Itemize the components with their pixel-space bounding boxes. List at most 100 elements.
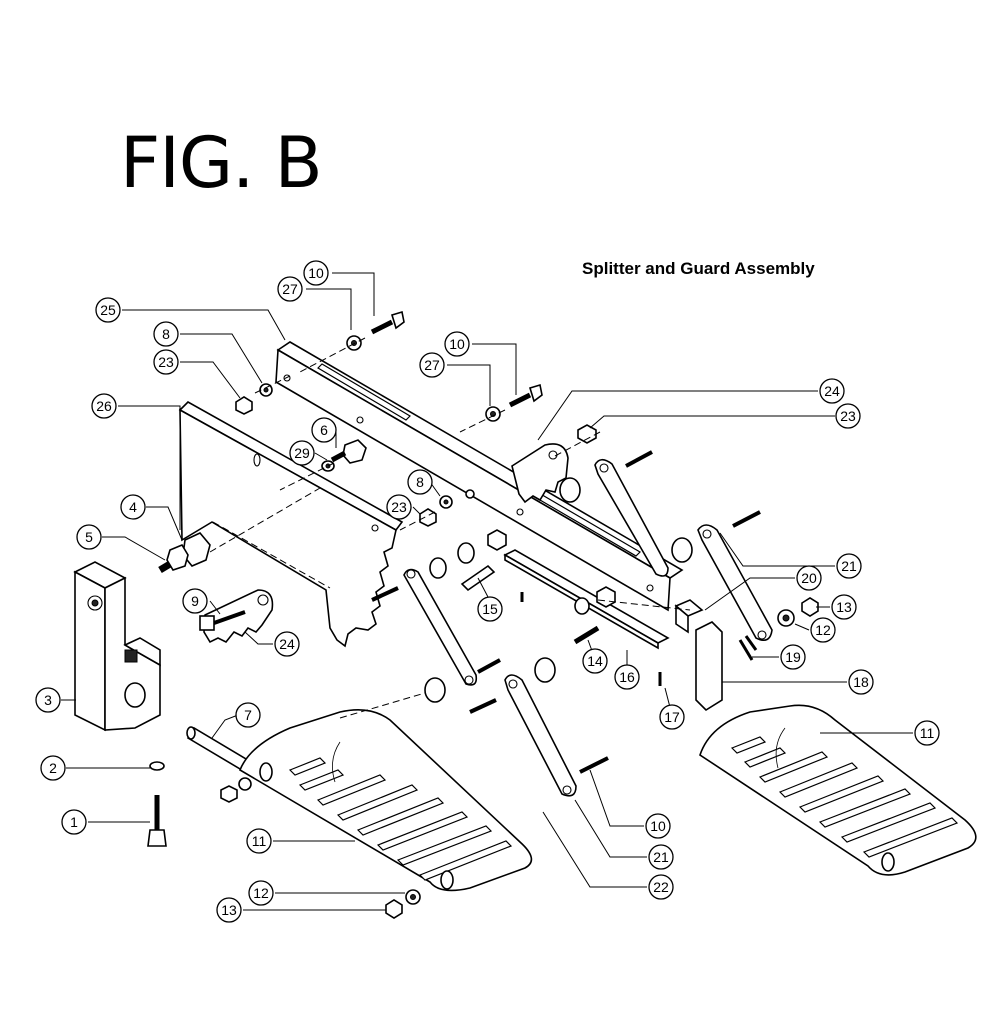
screw-washer-upper (346, 310, 543, 422)
callout-11-left: 11 (246, 828, 272, 854)
rollers-center (424, 477, 693, 703)
callout-17: 17 (659, 704, 685, 730)
svg-text:24: 24 (279, 636, 295, 652)
nut-washer-middle (419, 489, 475, 527)
svg-text:11: 11 (920, 725, 935, 741)
svg-text:29: 29 (294, 445, 310, 461)
svg-text:27: 27 (424, 357, 440, 373)
nut-washer-guard-pivot (220, 777, 252, 803)
screw-17-part (520, 592, 662, 686)
callout-19: 19 (780, 644, 806, 670)
callout-18: 18 (848, 669, 874, 695)
splitter-bar-part (275, 341, 684, 612)
callout-2: 2 (40, 755, 66, 781)
svg-text:11: 11 (252, 833, 267, 849)
svg-text:25: 25 (100, 302, 116, 318)
svg-text:23: 23 (158, 354, 174, 370)
callout-7: 7 (235, 702, 261, 728)
callout-4: 4 (120, 494, 146, 520)
svg-text:13: 13 (836, 599, 852, 615)
nut-23-right (577, 424, 597, 444)
callout-27-mid: 27 (419, 352, 445, 378)
svg-text:21: 21 (653, 849, 669, 865)
figure-title: FIG. B (120, 122, 323, 204)
svg-text:24: 24 (824, 383, 840, 399)
splitter-plate-part (178, 401, 404, 648)
link-arm-right (697, 524, 773, 641)
svg-text:21: 21 (841, 558, 857, 574)
callout-13-left: 13 (216, 897, 242, 923)
callout-12-left: 12 (248, 880, 274, 906)
callout-15: 15 (477, 596, 503, 622)
callout-22: 22 (648, 874, 674, 900)
nut-washer-upper-left (235, 383, 273, 415)
callout-16: 16 (614, 664, 640, 690)
callout-24-top: 24 (819, 378, 845, 404)
callout-24-lower: 24 (274, 631, 300, 657)
svg-text:5: 5 (85, 529, 93, 545)
bolt-6-part (321, 439, 367, 472)
callout-8-mid: 8 (407, 469, 433, 495)
bolt-1-part (147, 761, 167, 847)
svg-text:12: 12 (253, 885, 269, 901)
callout-10-bottom: 10 (645, 813, 671, 839)
svg-text:1: 1 (70, 814, 78, 830)
pin-14-part (573, 625, 600, 645)
svg-text:16: 16 (619, 669, 635, 685)
guard-right-part (699, 704, 977, 876)
link-arm-upper-right (594, 458, 669, 577)
stud-5-part (158, 532, 211, 574)
svg-text:18: 18 (853, 674, 869, 690)
callout-9: 9 (182, 588, 208, 614)
svg-text:3: 3 (44, 692, 52, 708)
callout-21-bottom: 21 (648, 844, 674, 870)
svg-text:27: 27 (282, 281, 298, 297)
svg-text:10: 10 (650, 818, 666, 834)
svg-text:10: 10 (449, 336, 465, 352)
callout-23-right: 23 (835, 403, 861, 429)
callout-12-right: 12 (810, 617, 836, 643)
callout-10-top: 10 (303, 260, 329, 286)
link-arm-left (403, 568, 478, 686)
svg-text:23: 23 (840, 408, 856, 424)
callout-8-top: 8 (153, 321, 179, 347)
callout-14: 14 (582, 648, 608, 674)
callout-20: 20 (796, 565, 822, 591)
bracket-right-part (674, 599, 758, 712)
svg-text:9: 9 (191, 593, 199, 609)
guard-left-part (239, 709, 533, 892)
callout-5: 5 (76, 524, 102, 550)
svg-text:22: 22 (653, 879, 669, 895)
screws-misc (371, 450, 761, 774)
callout-26: 26 (91, 393, 117, 419)
callout-10-mid: 10 (444, 331, 470, 357)
svg-text:23: 23 (391, 499, 407, 515)
svg-text:8: 8 (416, 474, 424, 490)
mounting-bracket-part (73, 561, 161, 732)
svg-text:12: 12 (815, 622, 831, 638)
svg-text:20: 20 (801, 570, 817, 586)
callout-23-top: 23 (153, 349, 179, 375)
svg-text:4: 4 (129, 499, 137, 515)
callout-1: 1 (61, 809, 87, 835)
callout-23-mid: 23 (386, 494, 412, 520)
svg-text:19: 19 (785, 649, 801, 665)
svg-text:6: 6 (320, 422, 328, 438)
nut-washer-lower-left (385, 889, 421, 919)
svg-text:13: 13 (221, 902, 237, 918)
callout-11-right: 11 (914, 720, 940, 746)
callout-6: 6 (311, 417, 337, 443)
nut-washer-right (777, 597, 819, 627)
svg-text:10: 10 (308, 265, 324, 281)
callout-3: 3 (35, 687, 61, 713)
svg-text:2: 2 (49, 760, 57, 776)
svg-text:14: 14 (587, 653, 603, 669)
callout-29: 29 (289, 440, 315, 466)
leader-lines (61, 272, 913, 911)
callout-25: 25 (95, 297, 121, 323)
bolt-9-part (199, 610, 246, 631)
assembly-lines (209, 337, 691, 719)
svg-text:15: 15 (482, 601, 498, 617)
callout-21-right: 21 (836, 553, 862, 579)
